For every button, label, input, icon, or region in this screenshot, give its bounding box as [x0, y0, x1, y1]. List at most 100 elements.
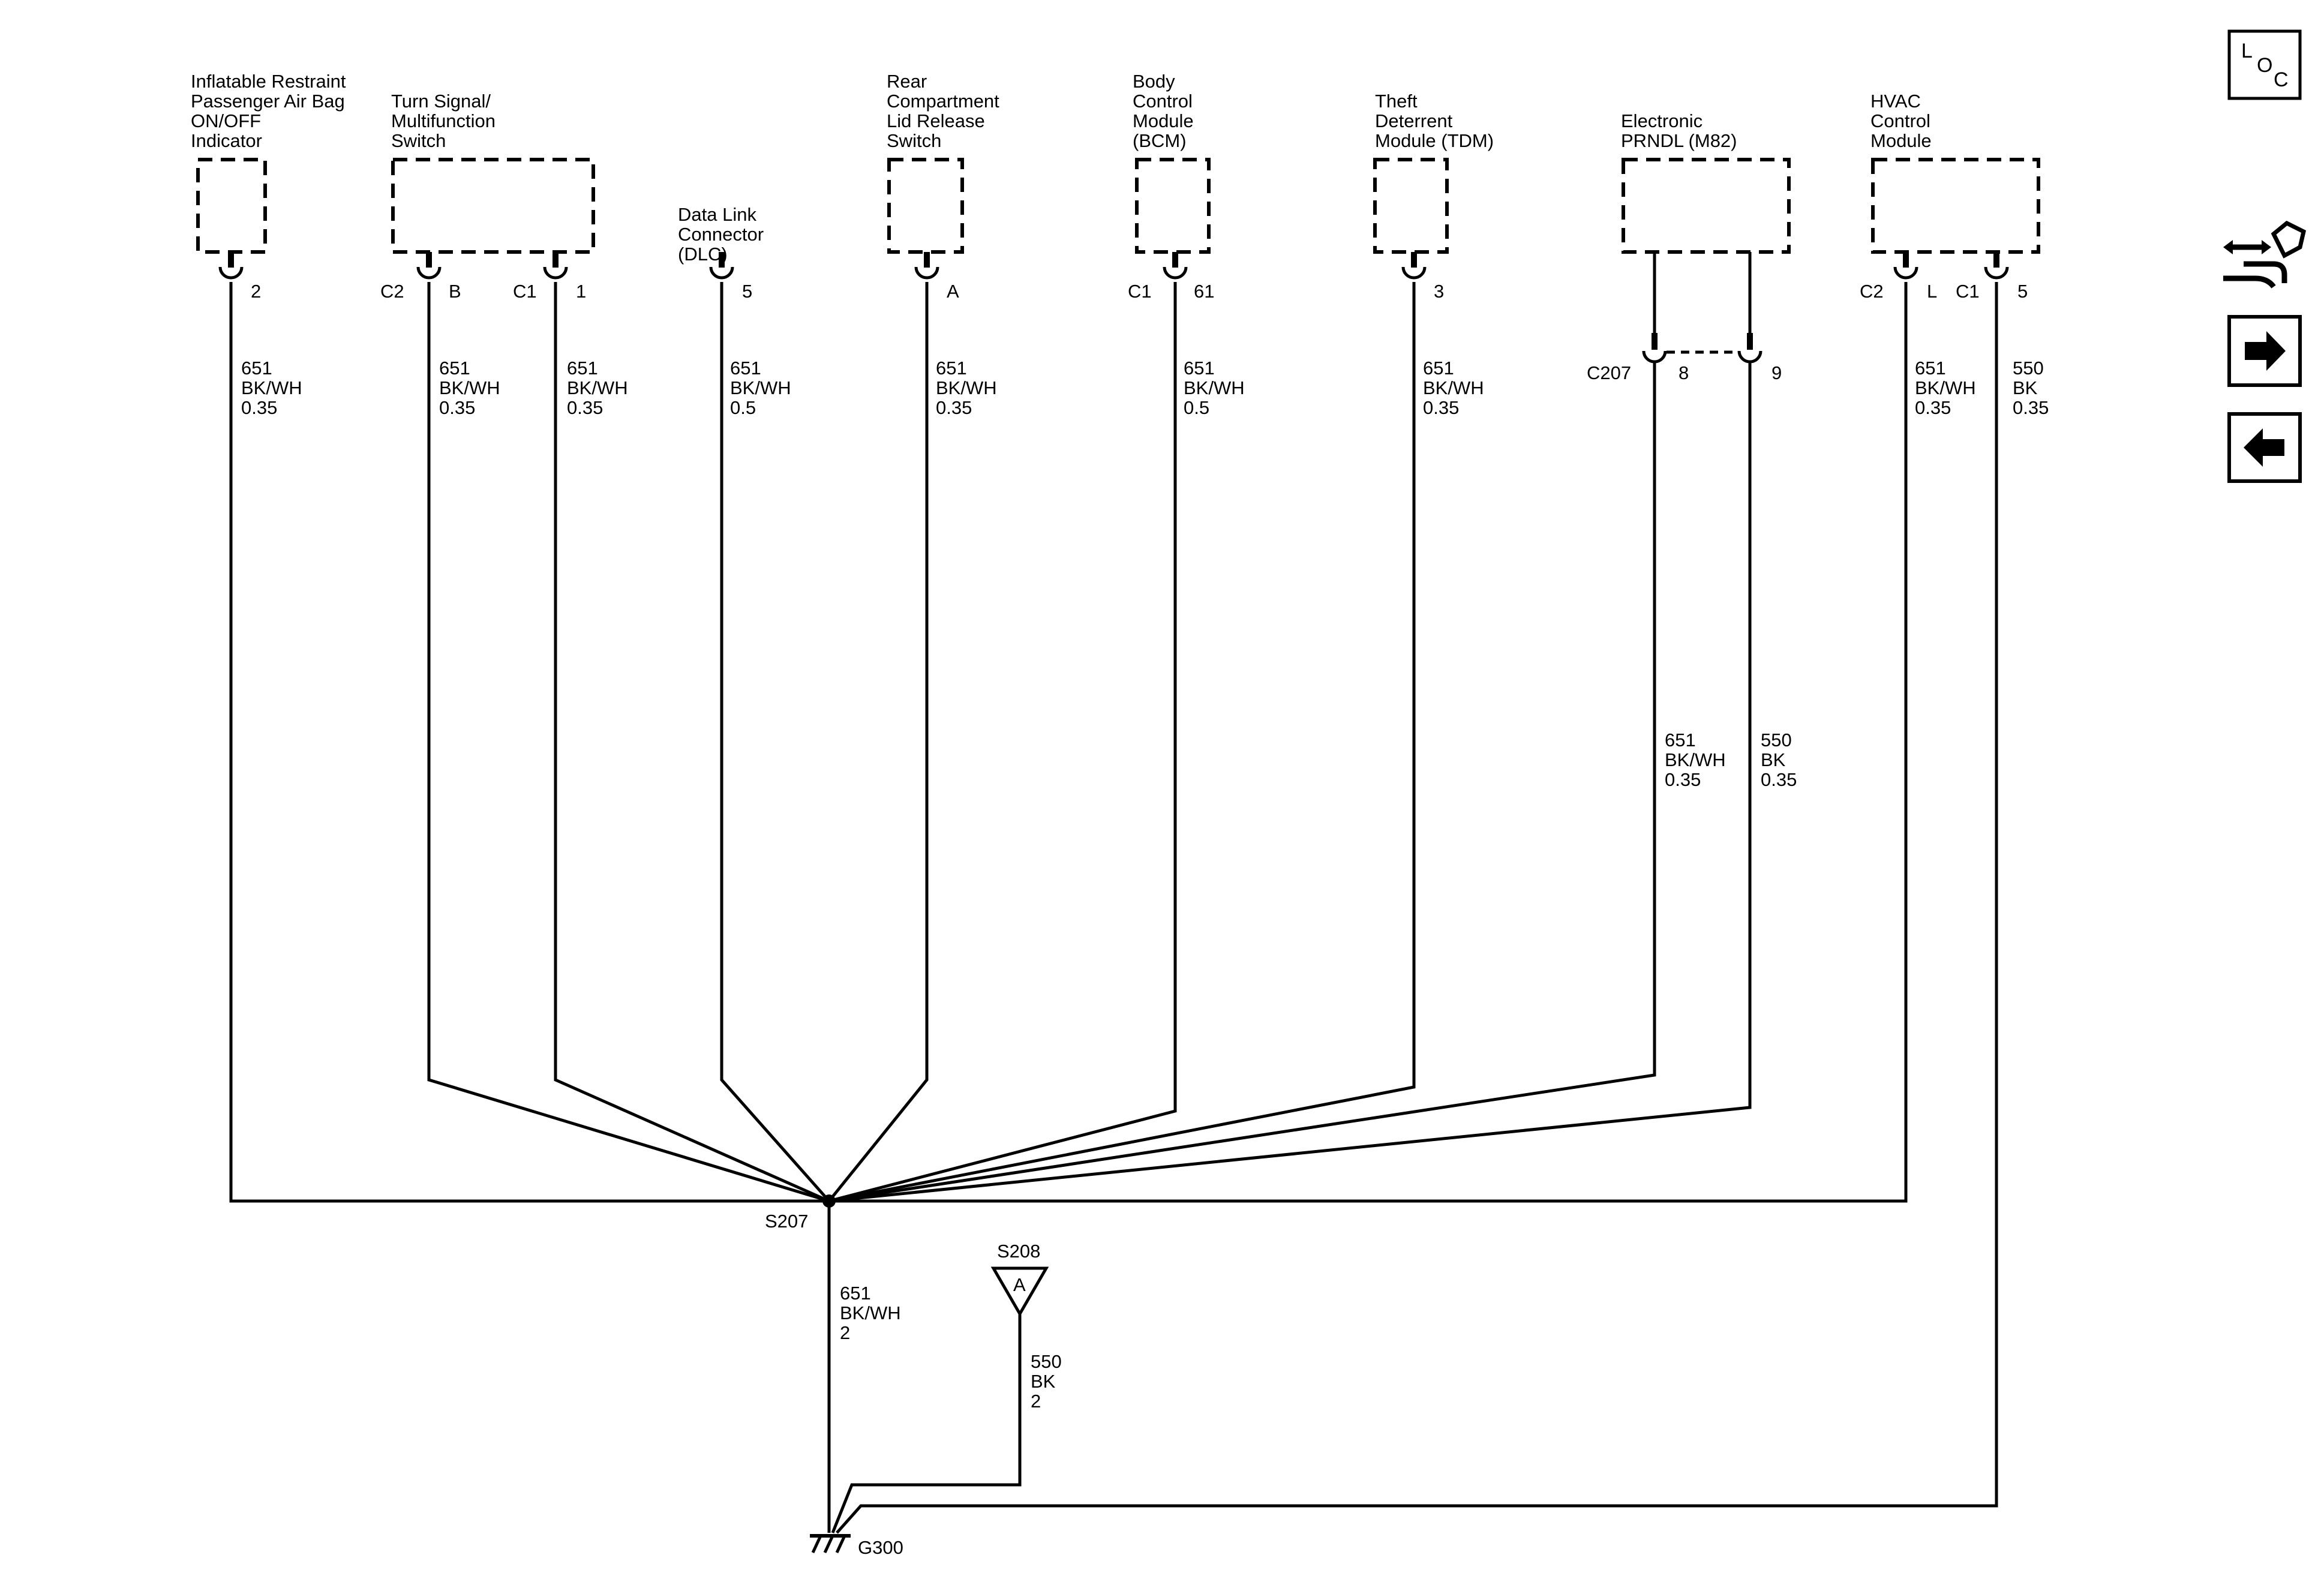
label-line: Rear — [887, 71, 927, 92]
wire-hvac-5 — [836, 282, 1998, 1534]
loc-letter-l: L — [2241, 40, 2253, 62]
connector-rear-lid — [914, 252, 939, 280]
rear-lid-switch-box — [887, 158, 964, 254]
wire-label-prndl-9: 550 BK 0.35 — [1761, 730, 1797, 790]
splice-s207-dot — [822, 1194, 836, 1208]
component-label-airbag-indicator: Inflatable Restraint Passenger Air Bag O… — [191, 71, 346, 151]
wire-size: 0.5 — [730, 397, 756, 418]
wire-dlc — [720, 282, 830, 1202]
loc-letter-o: O — [2257, 54, 2272, 77]
pin-label: C2 — [1860, 281, 1884, 302]
wire-color: BK/WH — [1423, 377, 1484, 398]
label-line: Module (TDM) — [1375, 130, 1494, 151]
label-line: Theft — [1375, 91, 1418, 112]
wire-prndl-9 — [828, 363, 1752, 1203]
ground-hatch — [835, 1535, 846, 1554]
label-line: Electronic — [1621, 110, 1703, 131]
wire-color: BK/WH — [730, 377, 791, 398]
label-line: ON/OFF — [191, 110, 261, 131]
wire-circuit: 651 — [567, 358, 598, 379]
wire-circuit: 550 — [1761, 730, 1792, 751]
connector-flow-icon[interactable] — [2223, 220, 2307, 289]
label-line: Turn Signal/ — [391, 91, 491, 112]
wire-size: 2 — [840, 1322, 850, 1343]
pin-label: C1 — [513, 281, 537, 302]
wire-color: BK/WH — [439, 377, 500, 398]
pin-label: C2 — [380, 281, 404, 302]
wire-size: 0.35 — [1665, 769, 1701, 790]
loc-icon[interactable]: L O C — [2227, 29, 2302, 100]
pin-label: A — [947, 281, 959, 302]
pin-label: 1 — [576, 281, 586, 302]
connector-turn-1 — [543, 252, 568, 280]
wire-label-turn-b: 651 BK/WH 0.35 — [439, 358, 500, 418]
wire-label-bcm: 651 BK/WH 0.5 — [1184, 358, 1245, 418]
component-label-body-control-module: Body Control Module (BCM) — [1133, 71, 1194, 151]
wire-size: 0.35 — [439, 397, 475, 418]
wire-color: BK/WH — [1915, 377, 1976, 398]
wire-circuit: 651 — [1423, 358, 1454, 379]
label-line: Control — [1133, 91, 1193, 112]
wire-turn-1 — [554, 282, 830, 1203]
connector-turn-b — [416, 252, 442, 280]
label-line: Passenger Air Bag — [191, 91, 345, 112]
splice-s208: S208 A — [990, 1241, 1049, 1317]
splice-s208-label: S208 — [997, 1241, 1040, 1262]
wire-turn-b — [427, 282, 830, 1203]
label-line: Compartment — [887, 91, 999, 112]
label-line: Body — [1133, 71, 1175, 92]
pin-label: C207 — [1587, 362, 1631, 383]
wire-color: BK/WH — [241, 377, 302, 398]
label-line: (BCM) — [1133, 130, 1187, 151]
connector-tdm — [1401, 252, 1427, 280]
pin-label: 61 — [1194, 281, 1214, 302]
wire-circuit: 651 — [730, 358, 761, 379]
label-line: Module — [1133, 110, 1194, 131]
wire-tdm — [828, 282, 1416, 1203]
wire-size: 0.35 — [936, 397, 972, 418]
wire-s208-ground — [831, 1314, 1022, 1533]
wire-circuit: 651 — [241, 358, 272, 379]
pin-label: C1 — [1956, 281, 1980, 302]
pin-label: 9 — [1771, 362, 1782, 383]
wire-size: 0.35 — [1915, 397, 1951, 418]
wire-color: BK/WH — [840, 1302, 901, 1323]
label-line: Multifunction — [391, 110, 496, 131]
wire-size: 0.35 — [1423, 397, 1459, 418]
wire-circuit: 651 — [1184, 358, 1215, 379]
wire-color: BK — [2013, 377, 2038, 398]
connector-airbag — [218, 252, 244, 280]
connector-hvac-5 — [1984, 252, 2009, 280]
next-arrow-icon[interactable] — [2227, 315, 2302, 387]
component-label-theft-deterrent-module: Theft Deterrent Module (TDM) — [1375, 91, 1494, 151]
wire-bcm — [828, 282, 1177, 1203]
label-line: Module — [1870, 130, 1932, 151]
pin-label: 5 — [742, 281, 752, 302]
wire-circuit: 550 — [2013, 358, 2044, 379]
label-line: Data Link — [678, 204, 756, 225]
ground-label: G300 — [858, 1537, 903, 1558]
pin-label: 3 — [1434, 281, 1444, 302]
wire-label-turn-1: 651 BK/WH 0.35 — [567, 358, 628, 418]
wire-color: BK — [1761, 749, 1786, 770]
label-line: Control — [1870, 110, 1930, 131]
wire-size: 0.35 — [1761, 769, 1797, 790]
loc-letter-c: C — [2274, 68, 2289, 91]
connector-dlc — [709, 252, 734, 280]
wire-hvac-l — [829, 282, 1908, 1203]
wire-label-airbag: 651 BK/WH 0.35 — [241, 358, 302, 418]
component-label-electronic-prndl: Electronic PRNDL (M82) — [1621, 110, 1737, 151]
label-line: Deterrent — [1375, 110, 1453, 131]
wire-color: BK/WH — [1665, 749, 1726, 770]
bcm-box — [1135, 158, 1211, 254]
previous-arrow-icon[interactable] — [2227, 412, 2302, 483]
label-line: HVAC — [1870, 91, 1921, 112]
splice-triangle-icon — [990, 1266, 1049, 1317]
ground-g300: G300 — [810, 1534, 903, 1558]
wire-size: 0.35 — [567, 397, 603, 418]
label-line: Lid Release — [887, 110, 985, 131]
wire-color: BK/WH — [1184, 377, 1245, 398]
wire-color: BK/WH — [567, 377, 628, 398]
wire-label-hvac-l: 651 BK/WH 0.35 — [1915, 358, 1976, 418]
